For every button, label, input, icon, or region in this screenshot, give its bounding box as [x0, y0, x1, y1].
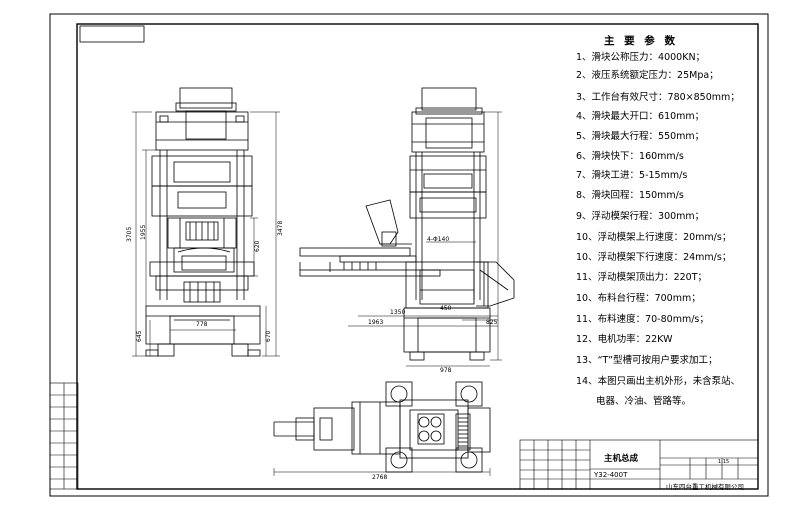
title-block	[519, 439, 759, 490]
revision-table	[49, 382, 79, 490]
spec-item: 11、浮动模架顶出力：220T；	[576, 272, 708, 283]
spec-item: 4、滑块最大开口：610mm；	[576, 111, 705, 122]
scale-value: 1:15	[718, 459, 730, 465]
plan-view	[273, 381, 491, 476]
dim-825: 825	[486, 319, 498, 326]
dim-978: 978	[440, 367, 452, 374]
dim-2768: 2768	[372, 474, 388, 481]
spec-item: 6、滑块快下：160mm/s	[576, 151, 684, 162]
spec-item: 3、工作台有效尺寸：780×850mm；	[576, 92, 740, 103]
dim-opening: 620	[254, 240, 261, 252]
spec-item: 12、电机功率：22KW	[576, 334, 673, 345]
front-view	[132, 87, 280, 357]
dim-foot-height: 670	[265, 330, 272, 342]
spec-item: 电器、冷油、管路等。	[596, 396, 692, 407]
spec-item: 2、液压系统额定压力：25Mpa；	[576, 70, 719, 81]
spec-item: 1、滑块公称压力：4000KN；	[576, 52, 706, 63]
dim-cylinder-dia: 4-Φ140	[427, 236, 450, 243]
spec-item: 14、本图只画出主机外形，未含泵站、	[576, 376, 741, 387]
spec-item: 9、浮动模架行程：300mm；	[576, 211, 705, 222]
dim-right-height: 3478	[277, 220, 284, 236]
spec-item: 10、浮动模架上行速度：20mm/s；	[576, 232, 732, 243]
dim-base-height: 645	[136, 330, 143, 342]
spec-item: 10、浮动模架下行速度：24mm/s；	[576, 252, 732, 263]
spec-item: 5、滑块最大行程：550mm；	[576, 131, 705, 142]
dim-1963: 1963	[368, 319, 384, 326]
model-number: Y32-400T	[594, 471, 628, 479]
spec-item: 11、布料速度：70-80mm/s；	[576, 314, 709, 325]
sheet-border	[49, 13, 769, 497]
dim-table-width: 778	[196, 321, 208, 328]
drawing-name: 主机总成	[604, 454, 639, 464]
spec-item: 10、布料台行程：700mm；	[576, 293, 701, 304]
company-name: 山东四台重工机械有限公司	[666, 483, 744, 491]
specs-title: 主 要 参 数	[604, 35, 678, 47]
dim-450: 450	[440, 305, 452, 312]
drawing-number-box	[79, 25, 145, 43]
drawing-frame	[76, 23, 759, 490]
spec-item: 8、滑块回程：150mm/s	[576, 190, 684, 201]
spec-item: 13、“T”型槽可按用户要求加工；	[576, 355, 718, 366]
dim-total-height: 3705	[126, 226, 133, 242]
dim-inner-height: 1955	[140, 224, 147, 240]
side-view	[299, 87, 515, 367]
dim-1350: 1350	[390, 309, 406, 316]
spec-item: 7、滑块工进：5-15mm/s	[576, 170, 688, 181]
